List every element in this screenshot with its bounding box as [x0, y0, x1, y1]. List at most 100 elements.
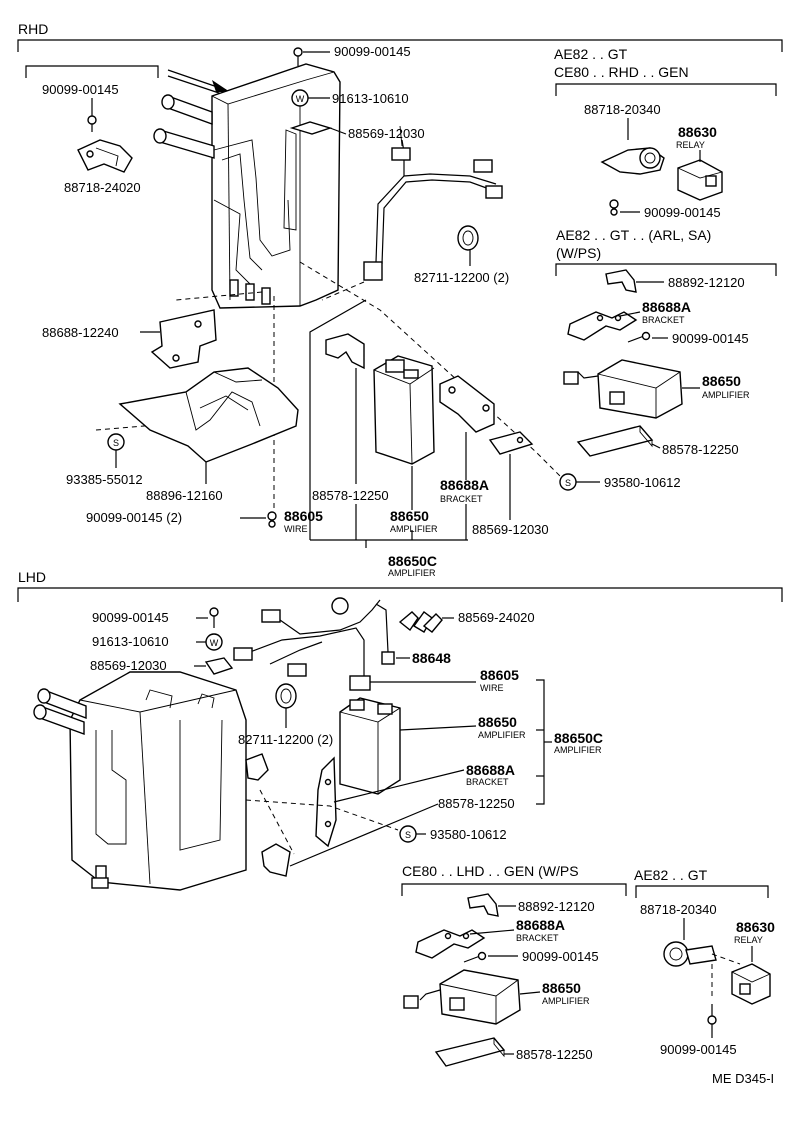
lhd-gt-desc-relay: RELAY	[734, 935, 763, 945]
rhd-label-88569-12030-center: 88569-12030	[472, 522, 549, 537]
variant-rhd-gt-line1: AE82 . . GT	[554, 46, 628, 62]
lhd-label-88650c: 88650C	[554, 730, 603, 746]
lhd-label-88605: 88605	[480, 667, 519, 683]
variant-rhd-arl-bracket	[555, 263, 777, 276]
variant-rhd-gt-line2: CE80 . . RHD . . GEN	[554, 64, 689, 80]
variant-lhd-gen-bracket	[401, 883, 627, 896]
s-symbol-label: S	[565, 478, 571, 488]
relay-88630-icon	[677, 159, 723, 201]
lhd-gt-label-90099-00145: 90099-00145	[660, 1042, 737, 1057]
screw-icon	[463, 951, 487, 963]
bracket-88688a-icon	[567, 311, 638, 341]
bracket-88688a-icon	[415, 929, 486, 959]
lhd-desc-bracket: BRACKET	[466, 777, 509, 787]
under-cover-88896-12160-icon	[118, 367, 299, 463]
lhd-label-91613-10610: 91613-10610	[92, 634, 169, 649]
lhd-gt-label-88718-20340: 88718-20340	[640, 902, 717, 917]
lhd-label-88569-12030: 88569-12030	[90, 658, 167, 673]
s-symbol-icon: S	[107, 433, 125, 451]
connector-icon	[563, 371, 579, 385]
bracket-88892-12120-icon	[605, 269, 637, 293]
wire-harness-icon	[363, 139, 503, 281]
lhd-section-title: LHD	[18, 569, 46, 585]
wire-harness-icon	[233, 597, 395, 691]
rhd-desc-wire: WIRE	[284, 524, 308, 534]
lhd-heater-unit-icon	[33, 671, 269, 891]
variant-rhd-arl-line2: (W/PS)	[556, 245, 601, 261]
rhd-right-label-88578-12250: 88578-12250	[662, 442, 739, 457]
lhd-desc-amplifier-c: AMPLIFIER	[554, 745, 602, 755]
screw-icon	[627, 331, 651, 343]
clip-88569-24020-icon	[398, 611, 443, 633]
rhd-right-label-88892-12120: 88892-12120	[668, 275, 745, 290]
variant-rhd-arl-line1: AE82 . . GT . . (ARL, SA)	[556, 227, 711, 243]
rhd-right-label-90099-00145-a: 90099-00145	[644, 205, 721, 220]
bracket-88688-12240-icon	[150, 309, 217, 369]
lhd-label-88569-24020: 88569-24020	[458, 610, 535, 625]
lhd-section-bracket	[17, 587, 783, 602]
rhd-heater-unit-icon	[153, 63, 341, 309]
connector-icon	[403, 995, 419, 1009]
lhd-label-88578-12250: 88578-12250	[438, 796, 515, 811]
rhd-label-88569-12030-top: 88569-12030	[348, 126, 425, 141]
direction-arrow-icon	[167, 69, 230, 95]
rhd-right-label-88718-20340: 88718-20340	[584, 102, 661, 117]
s-symbol-label: S	[113, 438, 119, 448]
lhd-gen-desc-amplifier: AMPLIFIER	[542, 996, 590, 1006]
rhd-desc-amplifier-c: AMPLIFIER	[388, 568, 436, 578]
rhd-label-90099-00145-a: 90099-00145	[42, 82, 119, 97]
rhd-label-88688a: 88688A	[440, 477, 489, 493]
rhd-right-label-88650: 88650	[702, 373, 741, 389]
washer-w-icon: W	[291, 89, 309, 107]
rhd-label-88605: 88605	[284, 508, 323, 524]
amplifier-88650-icon	[339, 697, 401, 795]
bracket-88892-12120-icon	[467, 893, 499, 917]
lhd-gt-label-88630: 88630	[736, 919, 775, 935]
lhd-gen-label-88650: 88650	[542, 980, 581, 996]
lhd-desc-amplifier: AMPLIFIER	[478, 730, 526, 740]
amplifier-88650-icon	[373, 355, 435, 465]
relay-88630-icon	[731, 963, 771, 1005]
rhd-label-90099-00145-x2: 90099-00145 (2)	[86, 510, 182, 525]
rhd-right-desc-bracket: BRACKET	[642, 315, 685, 325]
rhd-right-desc-relay: RELAY	[676, 140, 705, 150]
lhd-desc-wire: WIRE	[480, 683, 504, 693]
lhd-label-88648: 88648	[412, 650, 451, 666]
rhd-label-91613-10610: 91613-10610	[332, 91, 409, 106]
plate-icon	[204, 657, 234, 675]
s-symbol-icon: S	[399, 825, 417, 843]
lhd-gen-label-88578-12250: 88578-12250	[516, 1047, 593, 1062]
screw-icon	[609, 199, 619, 216]
rhd-label-88718-24020: 88718-24020	[64, 180, 141, 195]
rhd-right-label-90099-00145-b: 90099-00145	[672, 331, 749, 346]
clamp-88718-24020-icon	[77, 139, 133, 173]
lhd-gen-label-88892-12120: 88892-12120	[518, 899, 595, 914]
washer-w-icon: W	[205, 633, 223, 651]
screw-icon	[293, 47, 303, 66]
lhd-gen-label-90099-00145: 90099-00145	[522, 949, 599, 964]
protector-88578-12250-icon	[261, 843, 291, 877]
bracket-88688a-icon	[439, 375, 495, 433]
rhd-label-88688-12240: 88688-12240	[42, 325, 119, 340]
screw-icon	[87, 115, 97, 132]
screw-icon	[707, 1004, 717, 1025]
lhd-label-93580-10612: 93580-10612	[430, 827, 507, 842]
rhd-section-title: RHD	[18, 21, 48, 37]
rhd-right-label-88630: 88630	[678, 124, 717, 140]
protector-88578-12250-icon	[434, 1037, 506, 1067]
lhd-gen-label-88688a: 88688A	[516, 917, 565, 933]
amplifier-88650-icon	[597, 359, 683, 419]
screw-icon	[209, 607, 219, 628]
clamp-88718-20340-icon	[600, 147, 665, 175]
rhd-section-bracket	[17, 39, 783, 52]
rhd-clip-group-bracket	[25, 65, 159, 78]
variant-lhd-gt: AE82 . . GT	[634, 867, 708, 883]
rhd-label-88650: 88650	[390, 508, 429, 524]
rhd-label-88578-12250: 88578-12250	[312, 488, 389, 503]
rhd-right-desc-amplifier: AMPLIFIER	[702, 390, 750, 400]
rhd-right-label-88688a: 88688A	[642, 299, 691, 315]
s-symbol-label: S	[405, 830, 411, 840]
lhd-label-82711-12200: 82711-12200 (2)	[238, 732, 333, 747]
rhd-label-82711-12200: 82711-12200 (2)	[414, 270, 509, 285]
